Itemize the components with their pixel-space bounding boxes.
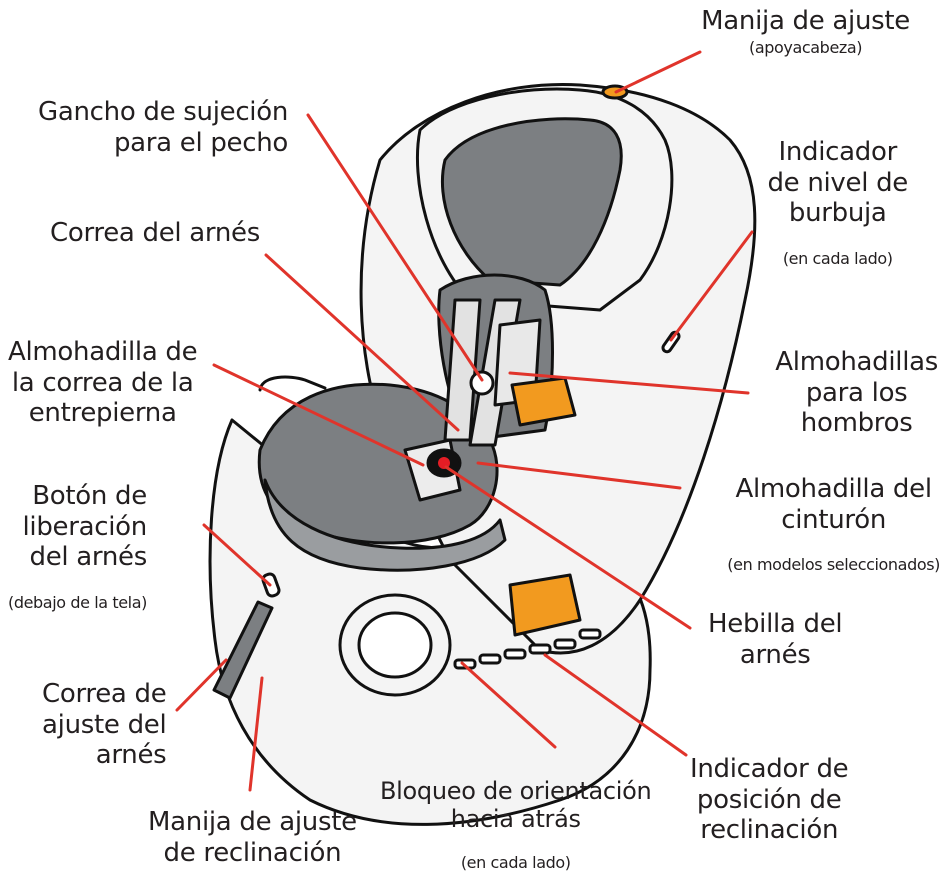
label-gancho: Gancho de sujeción para el pecho: [38, 78, 288, 177]
leader-correa-ajuste: [175, 658, 228, 712]
leader-almohadilla-entrepierna: [212, 363, 425, 467]
label-correa-arnes-main: Correa del arnés: [50, 218, 260, 248]
label-almohadilla-cinturon-sub: (en modelos seleccionados): [727, 555, 940, 575]
label-indicador-nivel-main: Indicador de nivel de burbuja: [767, 136, 908, 229]
leader-manija-reclinacion: [248, 676, 264, 792]
label-manija-ajuste-sub: (apoyacabeza): [749, 37, 863, 57]
leader-correa-arnes: [264, 253, 460, 432]
label-almohadillas-hombros: Almohadillas para los hombros: [775, 328, 938, 458]
label-hebilla: Hebilla del arnés: [708, 590, 843, 689]
leader-almohadillas-hombros: [508, 371, 750, 395]
recline-position-teeth: [453, 628, 602, 670]
label-bloqueo: Bloqueo de orientación hacia atrás (en c…: [380, 758, 652, 892]
label-boton-liberacion: Botón de liberación del arnés (debajo de…: [8, 462, 147, 632]
label-gancho-main: Gancho de sujeción para el pecho: [38, 96, 289, 158]
chest-clip: [469, 370, 495, 396]
label-correa-ajuste-main: Correa de ajuste del arnés: [42, 678, 167, 771]
label-boton-liberacion-sub: (debajo de la tela): [8, 592, 147, 612]
label-manija-reclinacion: Manija de ajuste de reclinación: [148, 788, 357, 887]
label-indicador-posicion: Indicador de posición de reclinación: [690, 735, 849, 865]
leader-almohadilla-cinturon: [476, 461, 682, 490]
label-almohadilla-cinturon-main: Almohadilla del cinturón: [735, 473, 933, 535]
label-indicador-nivel-sub: (en cada lado): [782, 248, 893, 268]
car-seat-illustration: [208, 82, 757, 826]
label-bloqueo-main: Bloqueo de orientación hacia atrás: [380, 776, 652, 834]
label-hebilla-main: Hebilla del arnés: [708, 608, 843, 670]
leader-boton-liberacion: [202, 523, 272, 587]
orange-foot-pad: [508, 573, 582, 637]
leader-gancho: [306, 113, 484, 382]
label-almohadilla-entrepierna: Almohadilla de la correa de la entrepier…: [8, 318, 198, 448]
label-manija-ajuste-main: Manija de ajuste: [701, 6, 910, 36]
label-manija-ajuste: Manija de ajuste (apoyacabeza): [701, 6, 910, 58]
label-boton-liberacion-main: Botón de liberación del arnés: [22, 480, 147, 573]
label-almohadillas-hombros-main: Almohadillas para los hombros: [775, 346, 938, 439]
label-indicador-nivel: Indicador de nivel de burbuja (en cada l…: [767, 118, 908, 288]
seat-cushion-front: [263, 478, 507, 572]
leader-hebilla: [444, 465, 692, 630]
label-correa-arnes: Correa del arnés: [50, 218, 260, 249]
base-side-disc-inner: [357, 611, 433, 679]
recline-release-handle: [510, 376, 577, 427]
label-bloqueo-sub: (en cada lado): [460, 853, 571, 873]
headrest-cushion: [440, 117, 623, 287]
harness-adjust-strap: [212, 600, 274, 700]
leader-manija-ajuste: [614, 50, 702, 94]
leader-bloqueo: [460, 661, 557, 749]
label-manija-reclinacion-main: Manija de ajuste de reclinación: [148, 806, 357, 868]
leader-indicador-posicion: [543, 653, 688, 757]
wire-handle: [258, 375, 327, 392]
label-correa-ajuste: Correa de ajuste del arnés: [42, 660, 167, 790]
label-almohadilla-cinturon: Almohadilla del cinturón (en modelos sel…: [727, 455, 940, 594]
car-seat-diagram: [175, 50, 757, 826]
label-indicador-posicion-main: Indicador de posición de reclinación: [690, 753, 849, 846]
leader-lines: [175, 50, 754, 792]
leader-indicador-nivel: [669, 230, 754, 342]
label-almohadilla-entrepierna-main: Almohadilla de la correa de la entrepier…: [8, 336, 198, 429]
